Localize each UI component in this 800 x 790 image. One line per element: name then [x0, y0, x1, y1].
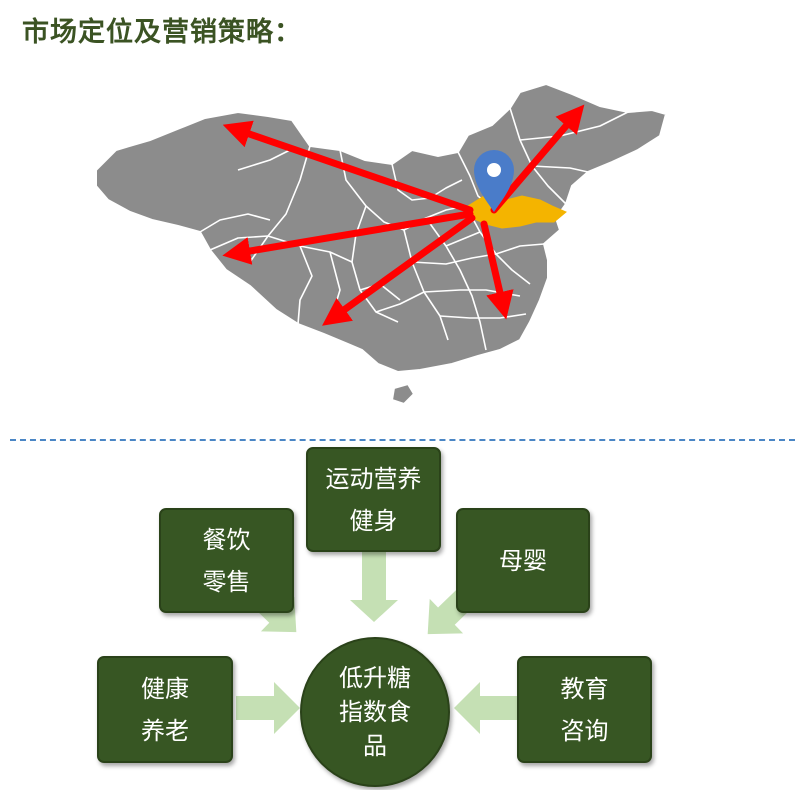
- center-line: 指数食: [339, 698, 411, 726]
- node-education-consulting: 教育 咨询: [517, 656, 652, 763]
- node-line: 健康: [141, 674, 189, 703]
- arrow-south: [480, 220, 514, 320]
- arrow-from-education: [454, 682, 518, 734]
- node-line: 餐饮: [202, 525, 251, 554]
- arrow-west: [222, 210, 474, 265]
- node-elderly-care: 健康 养老: [97, 656, 233, 763]
- node-line: 教育: [560, 674, 609, 703]
- center-node-low-gi-food: 低升糖 指数食 品: [300, 637, 450, 787]
- node-line: 母婴: [499, 546, 547, 575]
- center-line: 品: [363, 732, 387, 760]
- center-line: 低升糖: [339, 664, 411, 692]
- market-expansion-arrows: [222, 104, 585, 326]
- node-catering-retail: 餐饮 零售: [159, 508, 294, 613]
- arrow-northwest: [222, 120, 474, 214]
- node-line: 健身: [349, 506, 398, 535]
- node-line: 零售: [202, 567, 251, 596]
- arrow-northeast: [490, 104, 585, 214]
- map-island: [390, 382, 416, 406]
- node-line: 养老: [141, 716, 189, 745]
- node-line: 咨询: [560, 716, 609, 745]
- node-maternal-infant: 母婴: [456, 508, 590, 613]
- arrow-from-sports: [350, 552, 398, 622]
- page-title: 市场定位及营销策略：: [22, 17, 302, 48]
- arrow-southwest: [322, 214, 476, 326]
- china-map: [95, 82, 668, 406]
- node-line: 运动营养: [325, 464, 422, 493]
- arrow-from-elderly: [236, 682, 300, 734]
- section-divider: [10, 439, 795, 441]
- location-pin-icon: [474, 150, 514, 212]
- node-sports-nutrition: 运动营养 健身: [306, 447, 441, 552]
